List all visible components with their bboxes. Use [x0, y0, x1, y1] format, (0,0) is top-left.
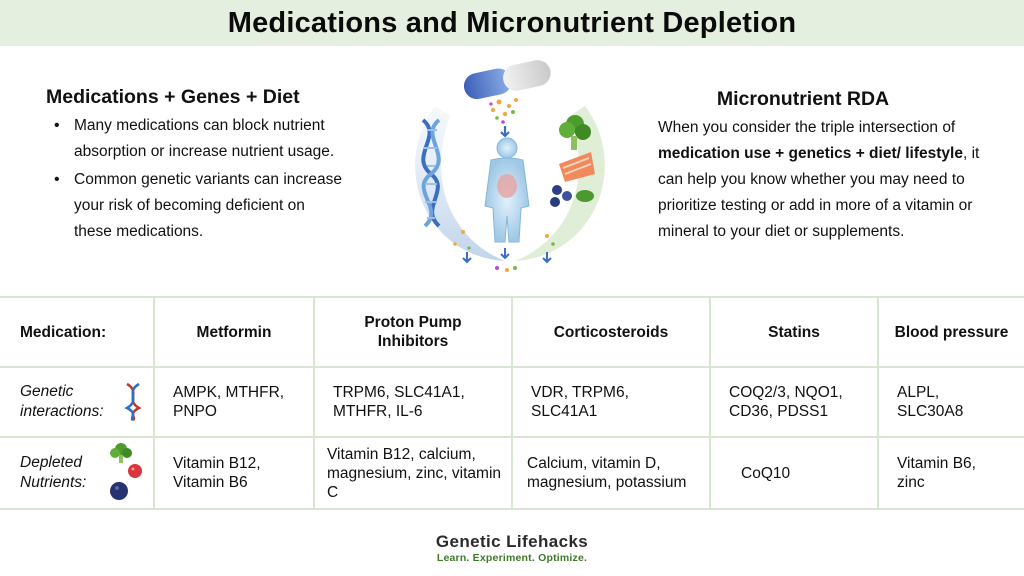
- column-header: Blood pressure: [878, 296, 1024, 368]
- table-cell: Vitamin B12, calcium, magnesium, zinc, v…: [314, 437, 513, 510]
- table-cell: TRPM6, SLC41A1, MTHFR, IL-6: [314, 367, 513, 438]
- column-header: Statins: [710, 296, 879, 368]
- bullet-item: Common genetic variants can increase you…: [46, 167, 346, 245]
- table-cell: AMPK, MTHFR, PNPO: [154, 367, 315, 438]
- table-row: Genetic interactions: AMPK, MTHFR, PNPO …: [0, 367, 1024, 438]
- row-label-line: Nutrients:: [20, 474, 87, 491]
- capsule-body-illustration-icon: [415, 60, 605, 272]
- page-title: Medications and Micronutrient Depletion: [227, 6, 797, 39]
- table-row: Depleted Nutrients: Vitamin B12, Vitamin…: [0, 437, 1024, 510]
- description-part: , it can help you know whether you may n…: [658, 145, 980, 240]
- table-cell: Vitamin B6, zinc: [878, 437, 1024, 510]
- description-bold: medication use + genetics + diet/ lifest…: [658, 145, 963, 162]
- row-label-line: interactions:: [20, 403, 104, 420]
- table-cell: VDR, TRPM6, SLC41A1: [512, 367, 711, 438]
- title-banner: Medications and Micronutrient Depletion: [0, 0, 1024, 46]
- column-header: Corticosteroids: [512, 296, 711, 368]
- right-heading: Micronutrient RDA: [716, 88, 890, 110]
- row-label-line: Genetic: [20, 383, 74, 400]
- table-cell: COQ2/3, NQO1, CD36, PDSS1: [710, 367, 879, 438]
- produce-icon: [110, 443, 142, 500]
- row-label-depleted: Depleted Nutrients:: [0, 437, 155, 510]
- row-label-genetic: Genetic interactions:: [0, 367, 155, 438]
- right-description: When you consider the triple intersectio…: [658, 115, 998, 245]
- brand-name: Genetic Lifehacks: [435, 532, 589, 551]
- bullet-item: Many medications can block nutrient abso…: [46, 113, 346, 165]
- right-panel: Micronutrient RDA When you consider the …: [658, 88, 998, 245]
- table-cell: ALPL, SLC30A8: [878, 367, 1024, 438]
- row-label-line: Depleted: [20, 454, 83, 471]
- brand-footer: Genetic Lifehacks Learn. Experiment. Opt…: [0, 532, 1024, 564]
- left-bullet-list: Many medications can block nutrient abso…: [46, 113, 346, 245]
- description-part: When you consider the triple intersectio…: [658, 119, 956, 136]
- column-header: Metformin: [154, 296, 315, 368]
- dna-icon: [124, 382, 142, 422]
- table-cell: CoQ10: [710, 437, 879, 510]
- medication-table: Medication: Metformin Proton Pump Inhibi…: [0, 296, 1024, 510]
- left-heading: Medications + Genes + Diet: [46, 86, 300, 108]
- table-cell: Calcium, vitamin D, magnesium, potassium: [512, 437, 711, 510]
- table-cell: Vitamin B12, Vitamin B6: [154, 437, 315, 510]
- column-header: Proton Pump Inhibitors: [314, 296, 513, 368]
- table-header-row: Medication: Metformin Proton Pump Inhibi…: [0, 296, 1024, 368]
- left-panel: Medications + Genes + Diet Many medicati…: [46, 86, 346, 247]
- brand-tagline: Learn. Experiment. Optimize.: [436, 552, 588, 564]
- column-header: Medication:: [0, 296, 155, 368]
- medication-illustration: [395, 56, 625, 278]
